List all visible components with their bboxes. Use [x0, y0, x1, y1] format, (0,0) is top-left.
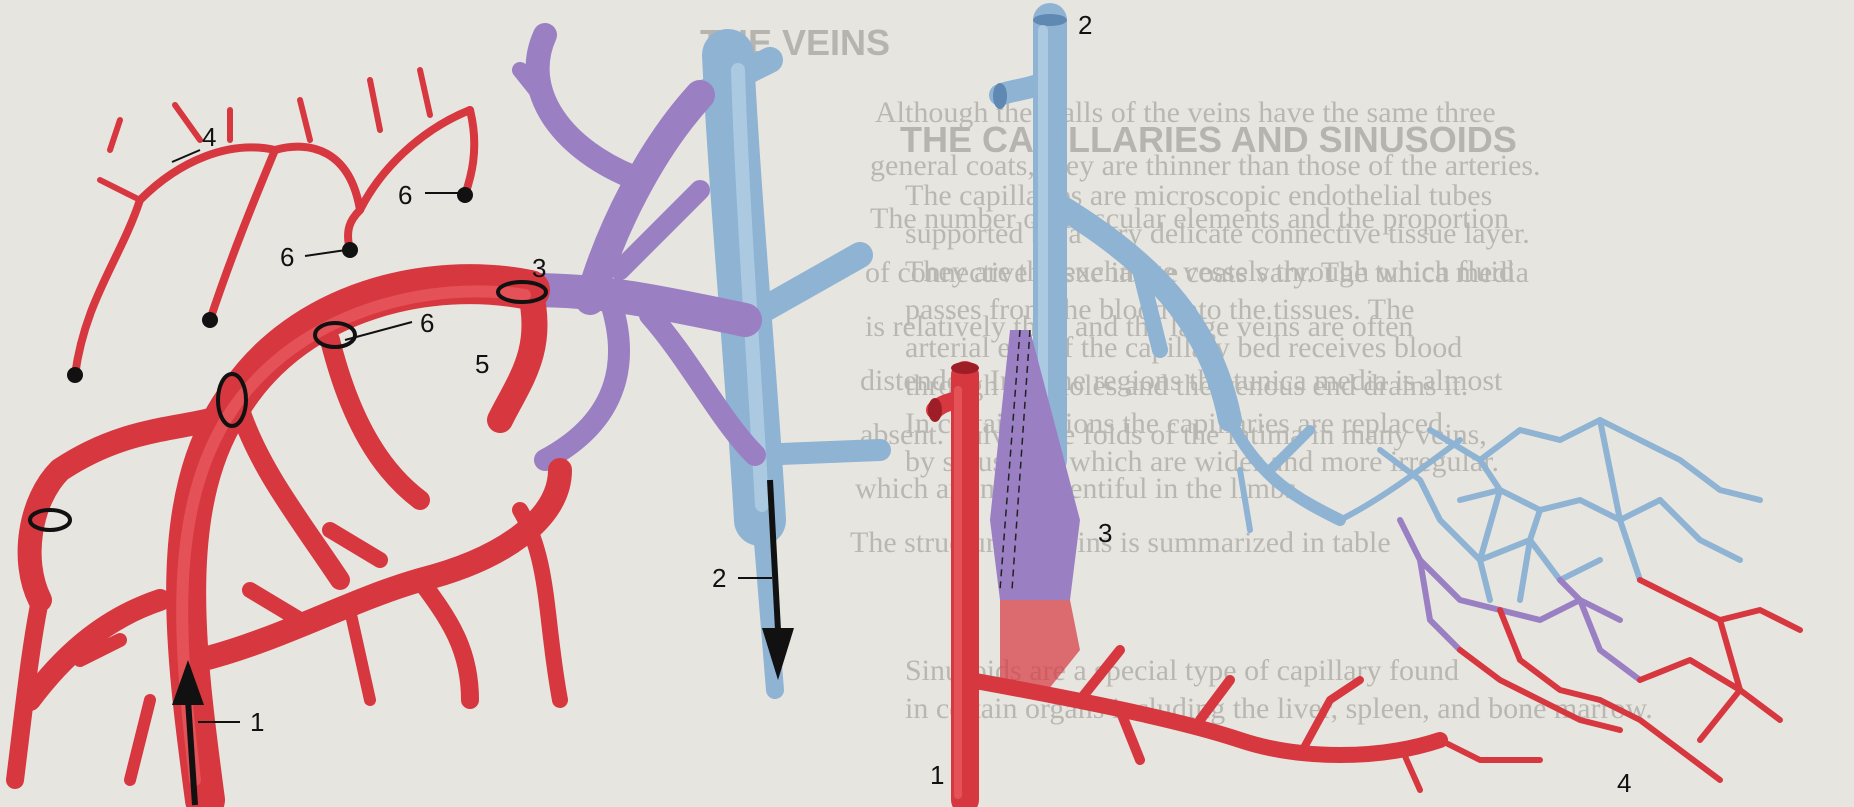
label-5-thoroughfare: 5 [475, 349, 489, 379]
bg-line-r5: through arterioles and the venous end dr… [905, 369, 1468, 402]
label-3-transition: 3 [532, 253, 546, 283]
label-6-sphincter-b: 6 [280, 242, 294, 272]
background-page-text: THE VEINS THE CAPILLARIES AND SINUSOIDS … [700, 22, 1653, 725]
label-4-capillary-bed: 4 [1617, 768, 1631, 798]
capillary-node [457, 187, 473, 203]
bg-line-r1: supported by a very delicate connective … [905, 217, 1530, 250]
label-3-sinusoid: 3 [1098, 518, 1112, 548]
capillary-node [67, 367, 83, 383]
bg-line-l8: The structure of veins is summarized in … [850, 526, 1391, 559]
capillary-node [202, 312, 218, 328]
label-2-vein: 2 [1078, 10, 1092, 40]
bg-line-r2: They are the exchange vessels through wh… [905, 255, 1514, 288]
label-2-venule: 2 [712, 563, 726, 593]
left-vein [700, 55, 880, 690]
label-6-sphincter-a: 6 [398, 180, 412, 210]
bg-line-r0: The capillaries are microscopic endothel… [905, 179, 1492, 212]
label-4-capillaries: 4 [202, 122, 216, 152]
bg-line-r6: In certain regions the capillaries are r… [905, 407, 1443, 440]
left-arterioles [15, 70, 560, 800]
label-1-arteriole: 1 [250, 707, 264, 737]
bg-line-l0: Although the walls of the veins have the… [875, 96, 1496, 129]
label-6-sphincter-c: 6 [420, 308, 434, 338]
bg-line-r4: arterial end of the capillary bed receiv… [905, 331, 1462, 364]
label-1-artery: 1 [930, 760, 944, 790]
bg-line-l1: general coats, they are thinner than tho… [870, 149, 1541, 182]
